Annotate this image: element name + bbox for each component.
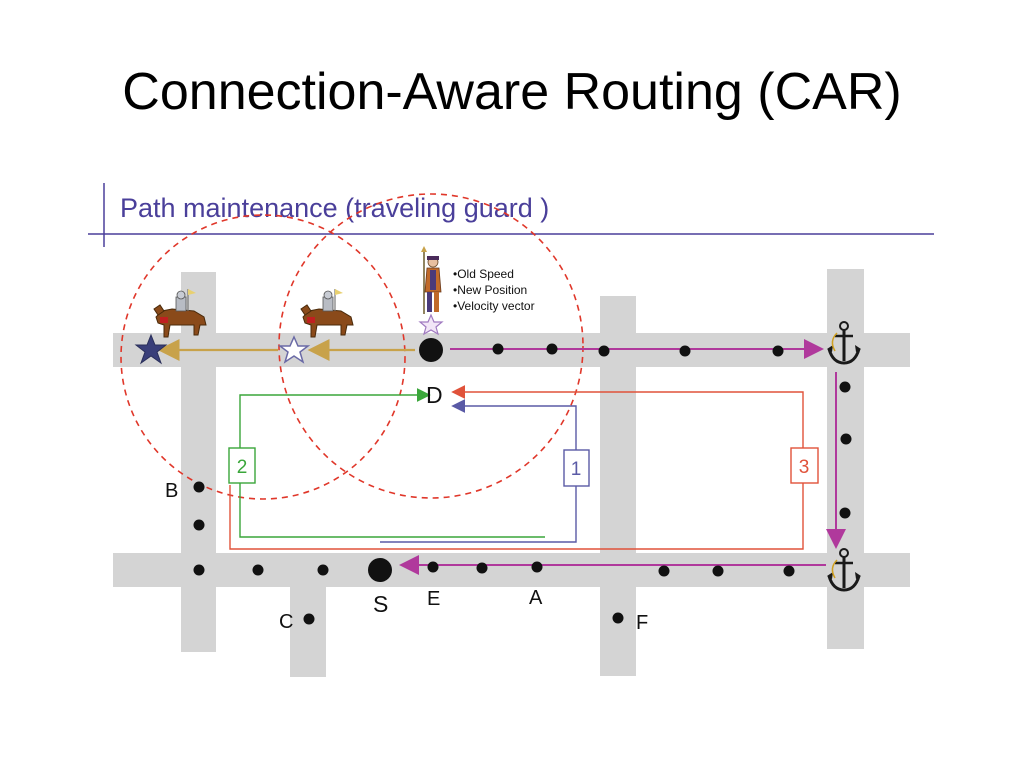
node	[317, 564, 329, 576]
label-B: B	[165, 480, 178, 502]
node	[193, 564, 205, 576]
road-left	[181, 272, 216, 652]
path-2-label: 2	[237, 457, 248, 478]
label-A: A	[529, 587, 543, 609]
node	[840, 433, 852, 445]
node	[546, 343, 558, 355]
path-1-box	[563, 449, 590, 487]
path-1-label: 1	[571, 459, 582, 480]
node-A	[531, 561, 543, 573]
slide-title: Connection-Aware Routing (CAR)	[122, 63, 902, 121]
star-icon	[134, 333, 168, 365]
guard-note-old-speed: •Old Speed	[453, 267, 514, 281]
range-circle-left	[120, 214, 406, 500]
node-E	[427, 561, 439, 573]
path-2-box	[228, 447, 256, 484]
route-path-2: 2	[228, 388, 545, 538]
node	[772, 345, 784, 357]
road-bottom	[113, 553, 910, 587]
node	[679, 345, 691, 357]
node	[839, 507, 851, 519]
guard-note-new-position: •New Position	[453, 283, 527, 297]
guard-icon	[421, 246, 442, 314]
road-right	[827, 269, 864, 649]
node	[598, 345, 610, 357]
node-F	[612, 612, 624, 624]
node-D	[419, 338, 443, 362]
label-C: C	[279, 611, 293, 633]
star-icon	[418, 313, 444, 336]
knight-on-horse-icon	[153, 289, 207, 338]
path-3-label: 3	[799, 457, 810, 478]
node	[658, 565, 670, 577]
node	[839, 381, 851, 393]
node	[712, 565, 724, 577]
node	[492, 343, 504, 355]
path-3-box	[790, 447, 819, 484]
anchor-icon	[827, 321, 861, 365]
route-path-3: 3	[229, 385, 819, 550]
node	[476, 562, 488, 574]
route-path-1: 1	[380, 399, 590, 543]
label-S: S	[373, 591, 388, 617]
node	[783, 565, 795, 577]
subtitle: Path maintenance (traveling guard )	[120, 193, 549, 223]
node	[193, 519, 205, 531]
star-icon	[277, 335, 311, 364]
node-C	[303, 613, 315, 625]
label-F: F	[636, 612, 648, 634]
anchor-icon	[827, 548, 861, 592]
label-D: D	[426, 382, 443, 408]
node	[252, 564, 264, 576]
nodes	[193, 338, 852, 625]
node-S	[368, 558, 392, 582]
label-E: E	[427, 588, 440, 610]
guard-note-velocity-vector: •Velocity vector	[453, 299, 535, 313]
node-B	[193, 481, 205, 493]
knight-on-horse-icon	[300, 289, 354, 338]
